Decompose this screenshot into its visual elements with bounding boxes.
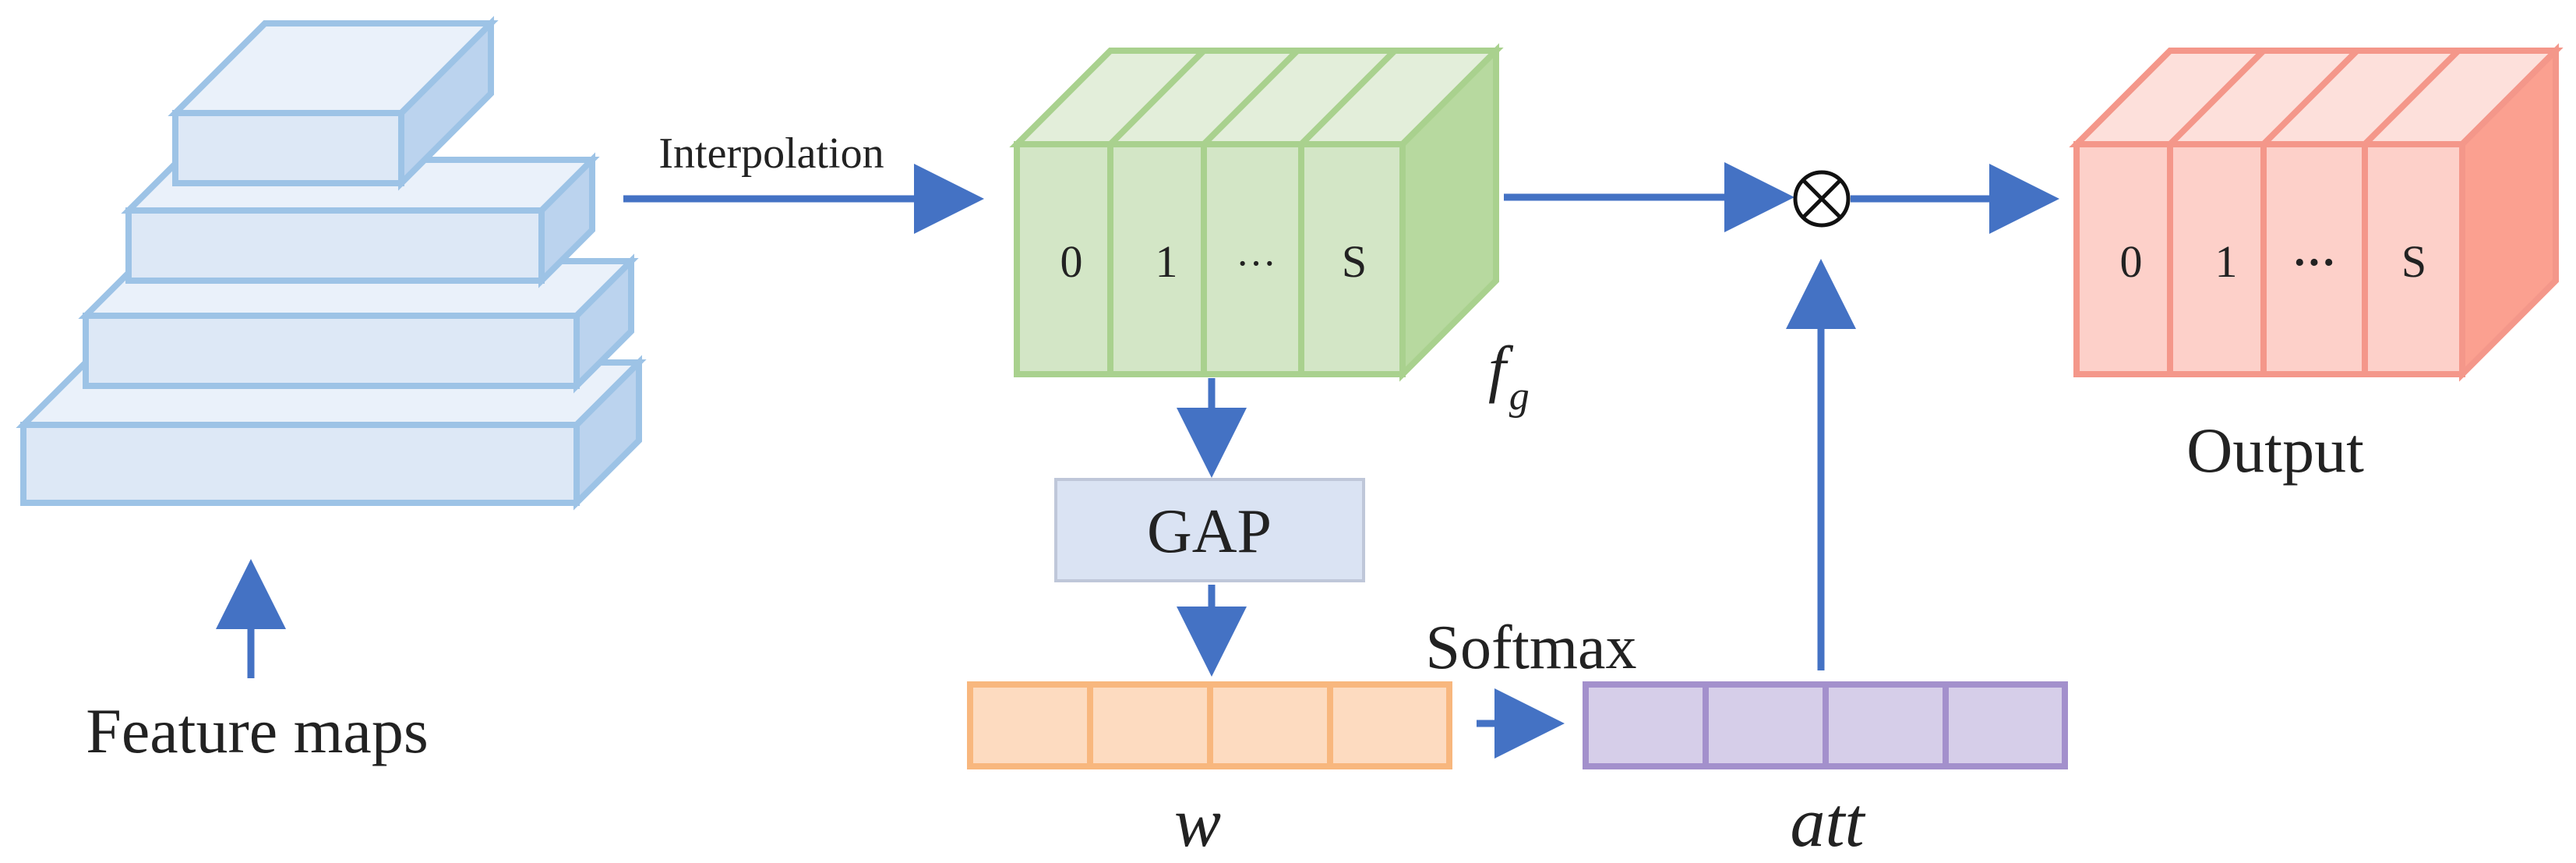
green-cell-3: S	[1342, 236, 1367, 287]
label-fg: fg	[1488, 333, 1530, 419]
w-vector	[967, 681, 1452, 769]
output-cell-2: ···	[2292, 239, 2336, 287]
label-softmax: Softmax	[1425, 614, 1636, 682]
att-vector	[1583, 681, 2068, 769]
multiply-operator	[1793, 170, 1851, 228]
output-cell-1: 1	[2215, 236, 2238, 287]
green-block-front	[1014, 141, 1406, 377]
feature-pyramid	[16, 16, 647, 511]
label-fg-subscript: g	[1509, 374, 1530, 419]
green-cell-1: 1	[1156, 236, 1178, 287]
label-interpolation: Interpolation	[658, 129, 884, 178]
label-gap: GAP	[1147, 497, 1272, 566]
gap-box	[1054, 478, 1365, 582]
label-att: att	[1790, 784, 1865, 861]
green-cell-2: ···	[1236, 242, 1276, 286]
green-block-fg	[1009, 43, 1504, 382]
output-cell-3: S	[2401, 236, 2426, 287]
output-block	[2069, 43, 2564, 382]
output-cell-0: 0	[2120, 236, 2143, 287]
label-feature-maps: Feature maps	[86, 695, 428, 766]
output-block-front	[2073, 141, 2465, 377]
pyramid-layer-1	[168, 16, 499, 191]
label-output: Output	[2186, 415, 2364, 486]
green-cell-0: 0	[1060, 236, 1083, 287]
label-w: w	[1174, 784, 1221, 861]
